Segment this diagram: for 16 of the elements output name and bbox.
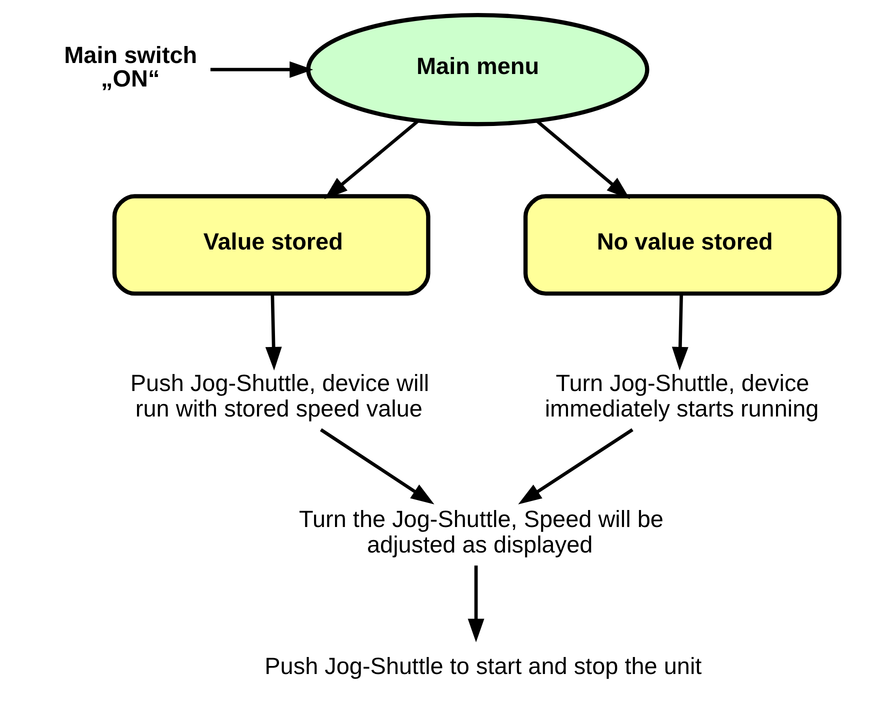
arrow bbox=[671, 294, 688, 371]
node-box: No value stored bbox=[522, 194, 841, 296]
node-text: Turn Jog-Shuttle, device immediately starts running bbox=[544, 370, 818, 422]
arrow bbox=[264, 294, 282, 371]
node-text: Push Jog-Shuttle, device will run with stored speed value bbox=[130, 370, 429, 422]
node-text: Main switch „ON“ bbox=[64, 42, 197, 92]
arrow bbox=[535, 120, 630, 200]
node-text: Turn the Jog-Shuttle, Speed will be adjusted as displayed bbox=[298, 506, 663, 558]
node-box: Value stored bbox=[112, 194, 430, 296]
arrow bbox=[324, 120, 419, 200]
arrow bbox=[518, 428, 633, 504]
node-text: Push Jog-Shuttle to start and stop the unit bbox=[264, 652, 702, 679]
arrow bbox=[467, 566, 484, 642]
arrow bbox=[319, 428, 434, 504]
node-ellipse: Main menu bbox=[306, 12, 649, 126]
arrow bbox=[210, 61, 313, 78]
